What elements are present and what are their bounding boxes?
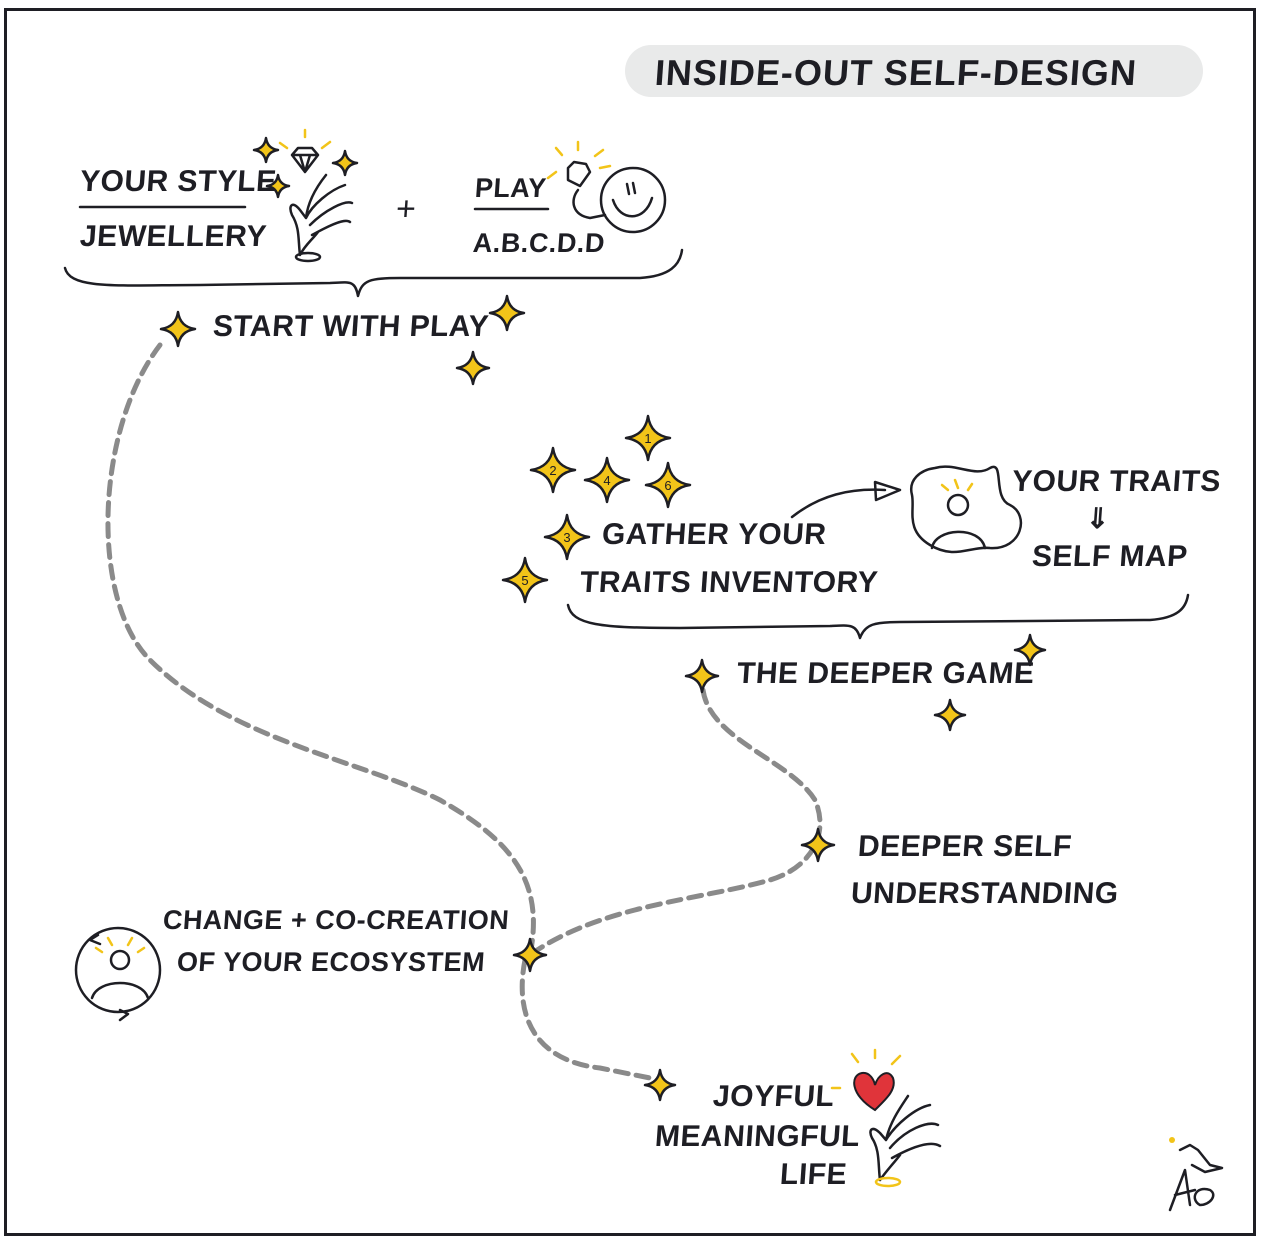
traits-blob-icon	[909, 465, 1023, 554]
star-icon	[252, 136, 280, 164]
label-the-deeper-game: THE DEEPER GAME	[735, 657, 1036, 690]
ring-icon	[294, 251, 322, 263]
signature-dot	[1169, 1137, 1175, 1143]
label-your-traits: YOUR TRAITS	[1010, 465, 1223, 498]
smiley-face-icon	[599, 166, 667, 234]
star-number-label: 2	[549, 463, 556, 478]
label-meaningful: MEANINGFUL	[653, 1120, 862, 1153]
label-your-style: YOUR STYLE	[78, 165, 278, 198]
label-gather-your: GATHER YOUR	[600, 518, 828, 551]
star-number-label: 3	[563, 530, 570, 545]
star-number-label: 5	[521, 573, 528, 588]
label-jewellery: JEWELLERY	[78, 220, 268, 253]
heart-icon	[853, 1071, 895, 1112]
arrow-to-traits	[790, 488, 887, 519]
label-play: PLAY	[473, 173, 548, 203]
curly-brace-top	[63, 248, 684, 298]
numbered-star-6	[644, 461, 692, 509]
dashed-path-ecosystem-to-joy	[519, 957, 653, 1081]
numbered-star-2	[529, 446, 577, 494]
star-icon	[933, 698, 967, 732]
star-icon	[488, 294, 526, 332]
dashed-path-group	[105, 342, 823, 1081]
dashed-path-deeper-to-ecosystem	[527, 687, 823, 958]
label-of-your-ecosystem: OF YOUR ECOSYSTEM	[175, 947, 487, 977]
label-deeper-self: DEEPER SELF	[856, 830, 1074, 863]
waving-hand-icon	[869, 1094, 942, 1182]
frame-border	[4, 8, 1256, 1236]
label-start-with-play: START WITH PLAY	[211, 310, 491, 343]
arrow-head	[873, 480, 902, 502]
label-traits-inventory: TRAITS INVENTORY	[578, 566, 880, 599]
star-number-label: 6	[664, 478, 671, 493]
label-change-co-creation: CHANGE + CO-CREATION	[161, 905, 511, 935]
diamond-icon	[290, 146, 320, 174]
cycle-arrow-head	[88, 933, 130, 1022]
person-body	[930, 530, 987, 550]
numbered-star-4	[583, 456, 631, 504]
diamond-ring-icon	[566, 160, 607, 220]
smiley-eyes	[625, 181, 637, 196]
star-icon	[1013, 633, 1047, 667]
numbered-star-5	[501, 556, 549, 604]
ecosystem-person-body	[90, 981, 150, 1000]
star-icon	[265, 173, 291, 199]
ecosystem-person-head	[109, 949, 131, 971]
numbered-star-1	[624, 414, 672, 462]
star-icon	[331, 149, 359, 177]
person-head	[946, 493, 970, 517]
label-understanding: UNDERSTANDING	[849, 877, 1120, 910]
star-icon	[159, 310, 197, 348]
stars-group: 1 2 3 4 5 6	[159, 136, 1047, 1102]
label-self-map: SELF MAP	[1030, 540, 1189, 573]
down-arrow-icon: ⇓	[1084, 503, 1112, 534]
curly-brace-middle	[566, 593, 1190, 640]
title-pill	[625, 45, 1203, 97]
star-icon	[455, 350, 491, 386]
plus-sign: +	[394, 190, 418, 228]
label-life: LIFE	[778, 1158, 849, 1191]
star-icon	[643, 1068, 677, 1102]
signature-crown-icon	[1168, 1143, 1224, 1212]
hand-icon	[289, 173, 354, 257]
star-icon	[684, 658, 720, 694]
star-icon	[512, 937, 548, 973]
hand-ring	[874, 1176, 902, 1188]
smiley-mouth	[611, 196, 654, 218]
star-number-label: 4	[603, 473, 610, 488]
dashed-path-start-to-ecosystem	[105, 342, 536, 958]
label-joyful: JOYFUL	[711, 1080, 836, 1113]
label-abcdd: A.B.C.D.D	[471, 228, 607, 258]
ecosystem-icon	[74, 926, 162, 1014]
shine-rays	[94, 128, 974, 1090]
star-icon	[800, 827, 836, 863]
star-number-label: 1	[644, 431, 651, 446]
numbered-star-3	[543, 513, 591, 561]
